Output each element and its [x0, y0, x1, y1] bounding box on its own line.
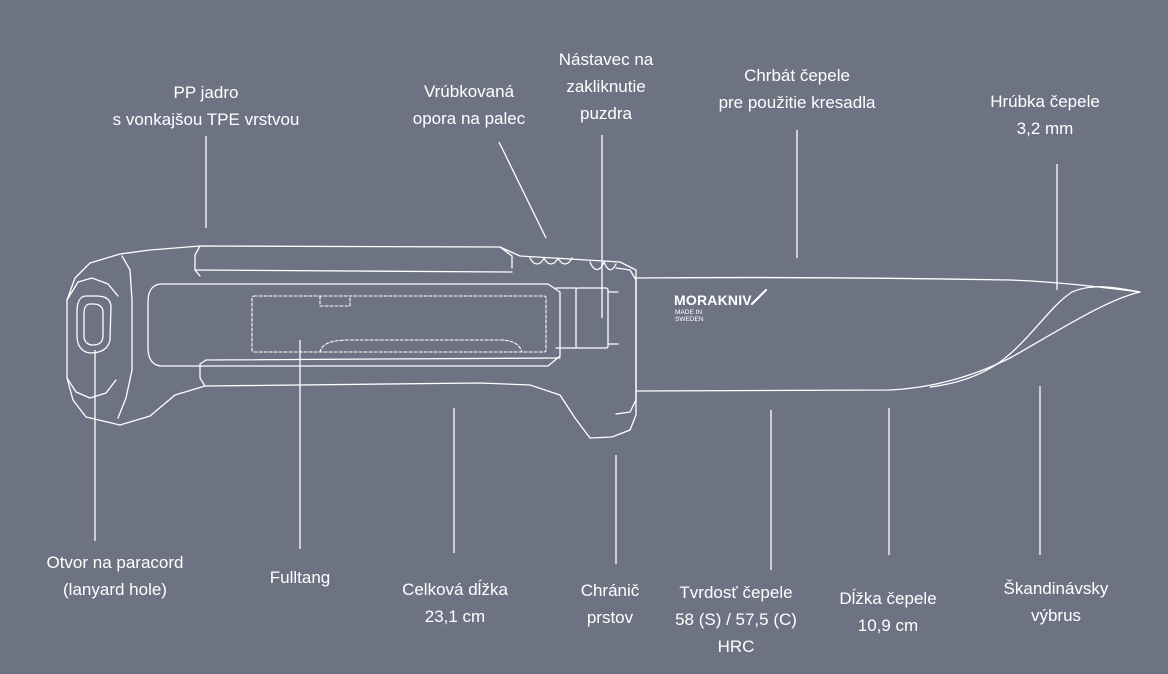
fulltang-window — [251, 295, 547, 353]
label-spine: Chrbát čepele pre použitie kresadla — [718, 66, 876, 112]
label-thumb-rest: Vrúbkovaná opora na palec — [412, 82, 526, 128]
brand-origin: MADE IN SWEDEN — [675, 309, 704, 323]
label-blade-length: Dĺžka čepele 10,9 cm — [839, 589, 937, 635]
label-grind: Škandinávsky výbrus — [1003, 579, 1109, 625]
label-hardness: Tvrdosť čepele 58 (S) / 57,5 (C) HRC — [675, 583, 797, 656]
blade-bevel-line — [929, 286, 1141, 388]
blade-outline — [635, 276, 1141, 392]
label-lanyard: Otvor na paracord (lanyard hole) — [46, 553, 184, 599]
label-finger-guard: Chránič prstov — [580, 581, 640, 627]
label-thickness: Hrúbka čepele 3,2 mm — [990, 92, 1100, 138]
label-sheath-clip: Nástavec na zakliknutie puzdra — [558, 50, 654, 123]
butt-cap — [117, 255, 133, 419]
thumb-serrations — [529, 257, 617, 271]
lanyard-hole — [76, 295, 112, 354]
lanyard-hole-inner — [83, 303, 104, 346]
label-fulltang: Fulltang — [269, 568, 331, 587]
leader-thumb-rest — [498, 141, 547, 239]
handle-outline — [66, 245, 637, 439]
brand-logo-mark — [750, 288, 768, 306]
brand-logo: MORAKNIV — [674, 292, 752, 308]
grip-inset — [147, 283, 561, 367]
label-overall-length: Celková dĺžka 23,1 cm — [402, 580, 508, 626]
finger-guard — [615, 267, 637, 415]
label-pp-core: PP jadro s vonkajšou TPE vrstvou — [112, 83, 300, 129]
